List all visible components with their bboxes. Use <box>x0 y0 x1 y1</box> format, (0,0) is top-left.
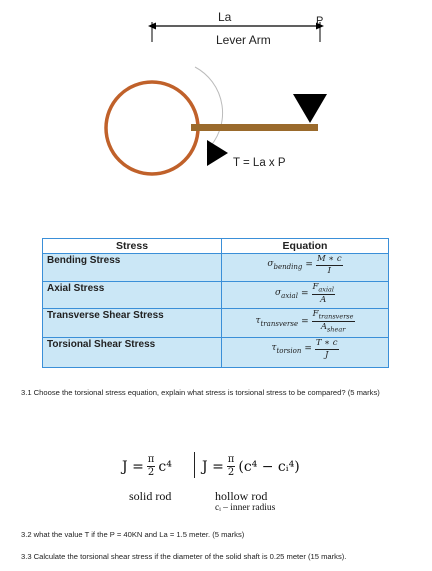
stress-name: Transverse Shear Stress <box>42 308 222 338</box>
torque-arrow-icon <box>207 140 228 166</box>
lever-arm-label: Lever Arm <box>216 33 271 47</box>
torque-diagram <box>104 22 327 176</box>
equation-cell: τtransverse = Ftransverse Ashear <box>221 308 389 338</box>
inner-radius-note: cᵢ – inner radius <box>215 503 276 513</box>
equation-cell: σbending = M ∗ c I <box>221 253 389 282</box>
equation-cell: τtorsion = T ∗ c J <box>221 337 389 368</box>
p-label: P <box>316 15 324 27</box>
stress-name: Bending Stress <box>42 253 222 282</box>
equation-cell: σaxial = Faxial A <box>221 281 389 309</box>
hollow-rod-caption: hollow rod <box>215 489 268 503</box>
shaft-circle <box>104 80 200 176</box>
solid-rod-caption: solid rod <box>129 489 172 503</box>
table-header-row: Stress Equation <box>42 238 389 254</box>
load-p-arrow-icon <box>293 94 327 123</box>
table-row: Torsional Shear Stress τtorsion = T ∗ c … <box>42 337 389 368</box>
la-label: La <box>218 10 232 24</box>
column-header-stress: Stress <box>42 238 222 254</box>
formula-divider <box>194 452 195 478</box>
column-header-equation: Equation <box>221 238 389 254</box>
question-3-2: 3.2 what the value T if the P = 40KN and… <box>21 530 245 539</box>
question-3-1: 3.1 Choose the torsional stress equation… <box>21 388 380 397</box>
table-row: Bending Stress σbending = M ∗ c I <box>42 253 389 282</box>
table-row: Axial Stress σaxial = Faxial A <box>42 281 389 309</box>
stress-name: Axial Stress <box>42 281 222 309</box>
question-3-3: 3.3 Calculate the torsional shear stress… <box>21 552 347 561</box>
table-row: Transverse Shear Stress τtransverse = Ft… <box>42 308 389 338</box>
stress-name: Torsional Shear Stress <box>42 337 222 368</box>
rotation-guide-arc <box>194 66 224 151</box>
lever-arm-bar <box>191 124 318 131</box>
torque-label: T = La x P <box>233 157 286 169</box>
stress-equation-table: Stress Equation Bending Stress σbending … <box>42 238 389 368</box>
